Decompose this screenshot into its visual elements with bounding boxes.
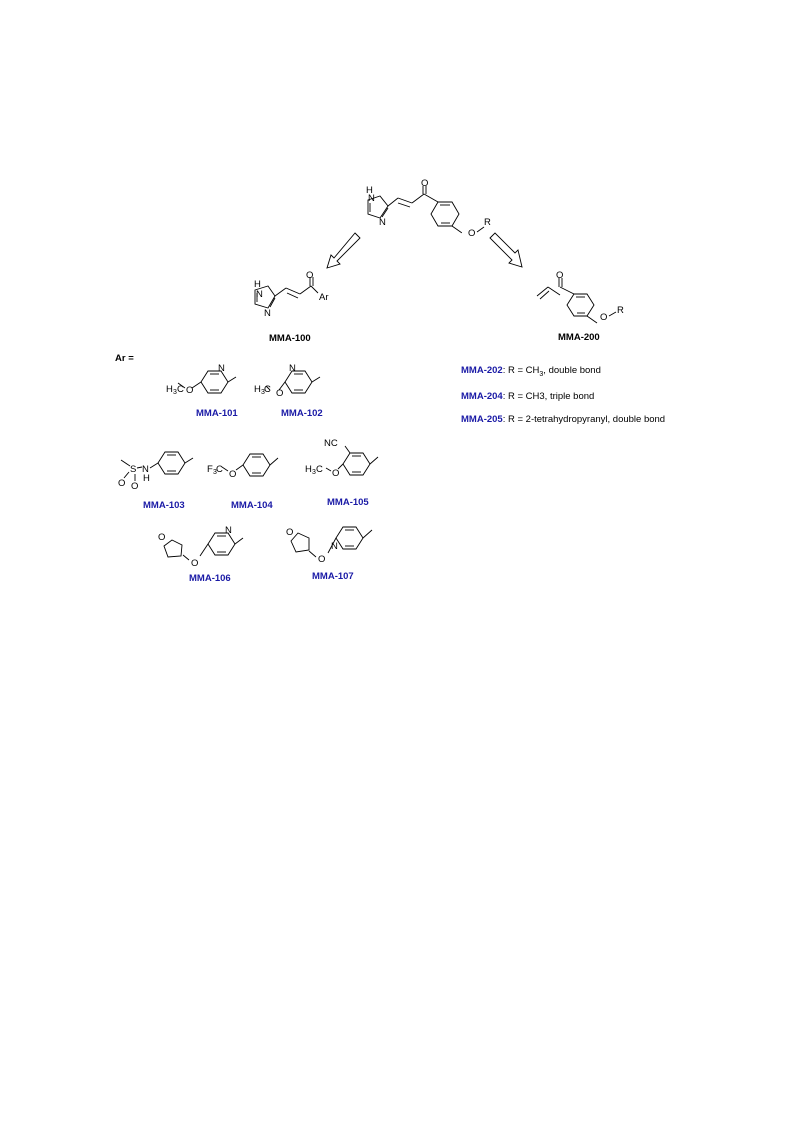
svg-text:C: C — [216, 464, 223, 475]
svg-text:N: N — [289, 363, 296, 374]
svg-text:R: R — [484, 217, 491, 228]
mma100-core-structure: H N N O Ar — [254, 270, 329, 319]
mma200-core-structure: O O R — [536, 270, 624, 324]
svg-text:O: O — [468, 228, 475, 239]
svg-text:H: H — [254, 279, 261, 290]
svg-text:3: 3 — [312, 469, 316, 476]
svg-text:O: O — [600, 312, 607, 323]
svg-text:H: H — [143, 473, 150, 484]
svg-text:N: N — [218, 363, 225, 374]
svg-text:N: N — [256, 289, 263, 300]
svg-text:H: H — [166, 384, 173, 395]
svg-text:3: 3 — [173, 389, 177, 396]
svg-text:C: C — [316, 464, 323, 475]
mma102-label: MMA-102 — [281, 408, 323, 419]
variant-id: MMA-204 — [461, 391, 503, 402]
svg-text:O: O — [186, 385, 193, 396]
svg-text:C: C — [264, 384, 271, 395]
svg-text:O: O — [276, 388, 283, 399]
mma101-label: MMA-101 — [196, 408, 238, 419]
svg-text:O: O — [318, 554, 325, 565]
variant-mma204: MMA-204: R = CH3, triple bond — [461, 391, 594, 402]
variant-text: : R = CH — [502, 365, 540, 376]
variant-id: MMA-202 — [461, 365, 503, 376]
right-retrosynthesis-arrow — [489, 232, 523, 268]
mma102-structure: N O H 3 C — [254, 363, 321, 399]
svg-text:H: H — [366, 185, 373, 196]
mma100-series-label: MMA-100 — [269, 333, 311, 344]
mma105-label: MMA-105 — [327, 497, 369, 508]
svg-text:R: R — [617, 305, 624, 316]
svg-text:N: N — [379, 217, 386, 228]
svg-text:N: N — [368, 193, 375, 204]
variant-subscript: 3 — [539, 370, 544, 378]
mma105-structure: NC O H 3 C — [305, 438, 379, 479]
svg-text:F: F — [207, 464, 213, 475]
parent-compound-structure: H N N O O R — [366, 178, 491, 239]
mma104-label: MMA-104 — [231, 500, 273, 511]
svg-text:O: O — [131, 481, 138, 492]
variant-rest: , double bond — [543, 365, 601, 376]
variant-id: MMA-205 — [461, 414, 503, 425]
svg-text:3: 3 — [213, 469, 217, 476]
ar-label: Ar = — [115, 353, 134, 364]
svg-text:N: N — [264, 308, 271, 319]
svg-text:O: O — [286, 527, 293, 538]
svg-text:O: O — [421, 178, 428, 189]
mma107-label: MMA-107 — [312, 571, 354, 582]
svg-text:H: H — [305, 464, 312, 475]
svg-text:3: 3 — [261, 389, 265, 396]
svg-text:O: O — [229, 469, 236, 480]
svg-text:NC: NC — [324, 438, 338, 449]
svg-text:O: O — [306, 270, 313, 281]
mma103-structure: N H S O O — [118, 451, 194, 492]
mma103-label: MMA-103 — [143, 500, 185, 511]
mma106-label: MMA-106 — [189, 573, 231, 584]
svg-text:O: O — [118, 478, 125, 489]
mma200-series-label: MMA-200 — [558, 332, 600, 343]
svg-text:N: N — [225, 525, 232, 536]
mma106-structure: N O O — [158, 525, 244, 569]
svg-text:O: O — [556, 270, 563, 281]
svg-text:S: S — [130, 464, 136, 475]
svg-text:N: N — [331, 541, 338, 552]
svg-text:H: H — [254, 384, 261, 395]
svg-text:C: C — [177, 384, 184, 395]
variant-text: : R = CH3, triple bond — [502, 391, 595, 402]
svg-text:O: O — [332, 468, 339, 479]
svg-text:Ar: Ar — [319, 292, 329, 303]
variant-mma202: MMA-202: R = CH3, double bond — [461, 365, 601, 380]
mma107-structure: N O O — [286, 526, 373, 565]
left-retrosynthesis-arrow — [326, 232, 361, 269]
svg-text:N: N — [142, 464, 149, 475]
svg-text:O: O — [191, 558, 198, 569]
svg-text:O: O — [158, 532, 165, 543]
variant-mma205: MMA-205: R = 2-tetrahydropyranyl, double… — [461, 414, 665, 425]
mma104-structure: O F 3 C — [207, 453, 279, 480]
variant-text: : R = 2-tetrahydropyranyl, double bond — [502, 414, 666, 425]
mma101-structure: N O H 3 C — [166, 363, 237, 396]
